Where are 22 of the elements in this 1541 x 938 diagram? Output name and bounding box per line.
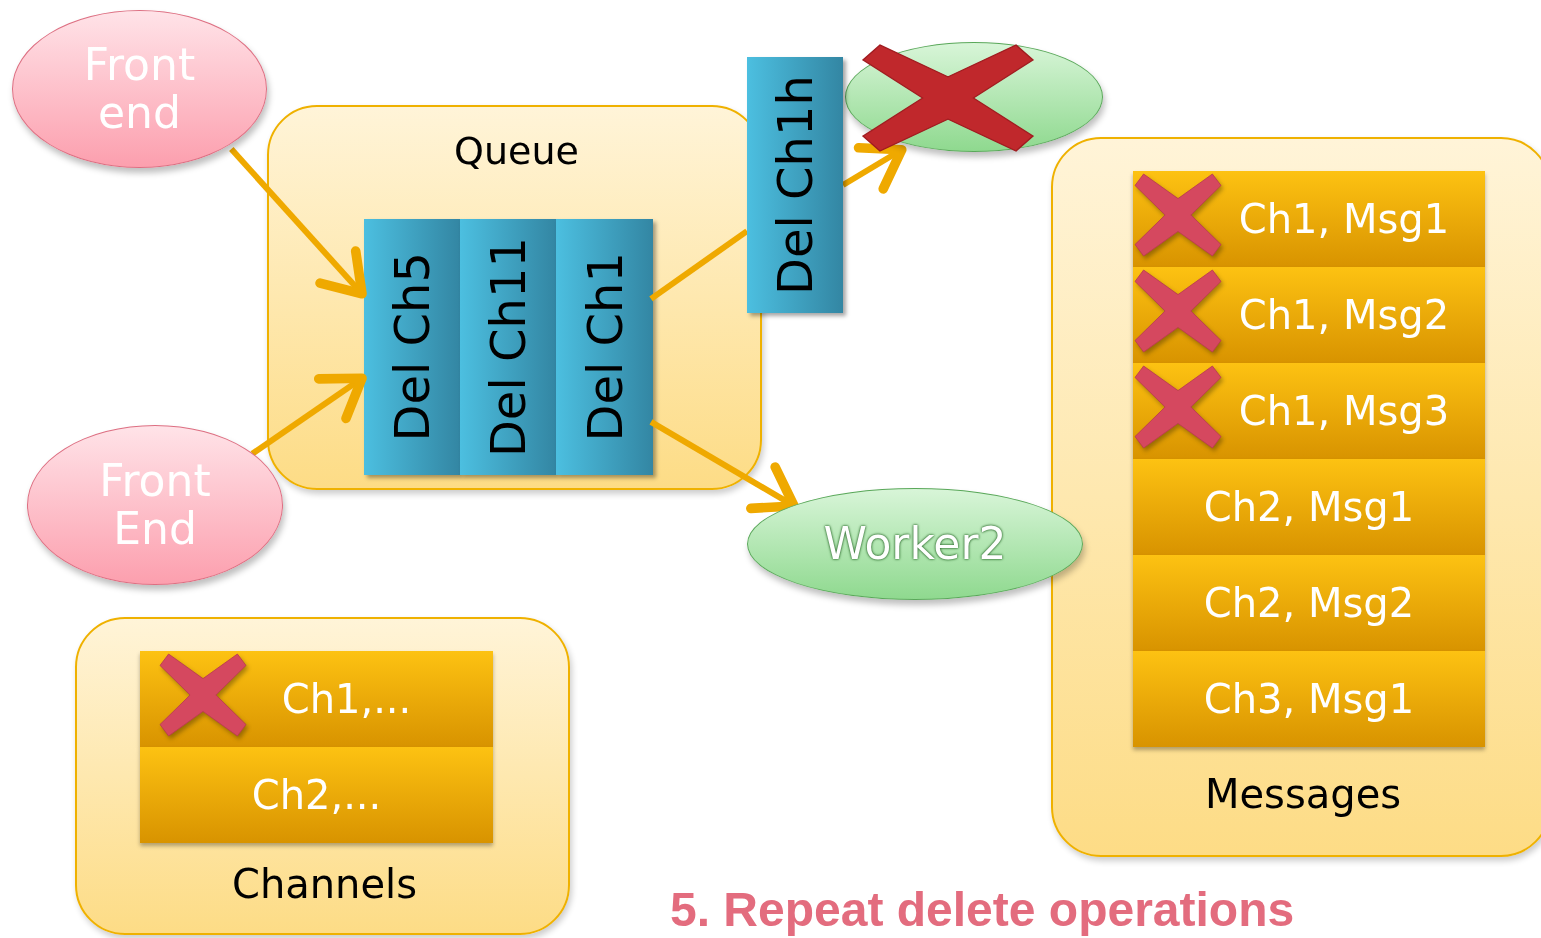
messages-container <box>1051 137 1541 857</box>
channels-container <box>75 617 570 935</box>
front-end-ellipse: Front End <box>27 425 283 585</box>
arrow <box>649 419 799 514</box>
delete-message-box: Del Ch11 <box>460 219 556 475</box>
front-end-ellipse: Front end <box>12 10 267 168</box>
message-row: Ch2, Msg1 <box>1133 459 1485 555</box>
delete-message-box: Del Ch1h <box>747 57 843 313</box>
connector-line <box>649 228 749 302</box>
queue-label: Queue <box>453 129 580 173</box>
arrow <box>250 373 367 457</box>
message-row: Ch2, Msg2 <box>1133 555 1485 651</box>
delete-message-box: Del Ch1 <box>556 219 653 475</box>
delete-message-box: Del Ch5 <box>364 219 460 475</box>
messages-label: Messages <box>1203 771 1403 817</box>
worker-ellipse: Worker2 <box>747 488 1083 600</box>
arrow <box>229 147 367 299</box>
queue-container <box>267 105 762 490</box>
channels-label: Channels <box>230 861 419 907</box>
message-row: Ch3, Msg1 <box>1133 651 1485 747</box>
channel-row: Ch2,... <box>140 747 493 843</box>
slide-title: 5. Repeat delete operations <box>670 882 1295 937</box>
